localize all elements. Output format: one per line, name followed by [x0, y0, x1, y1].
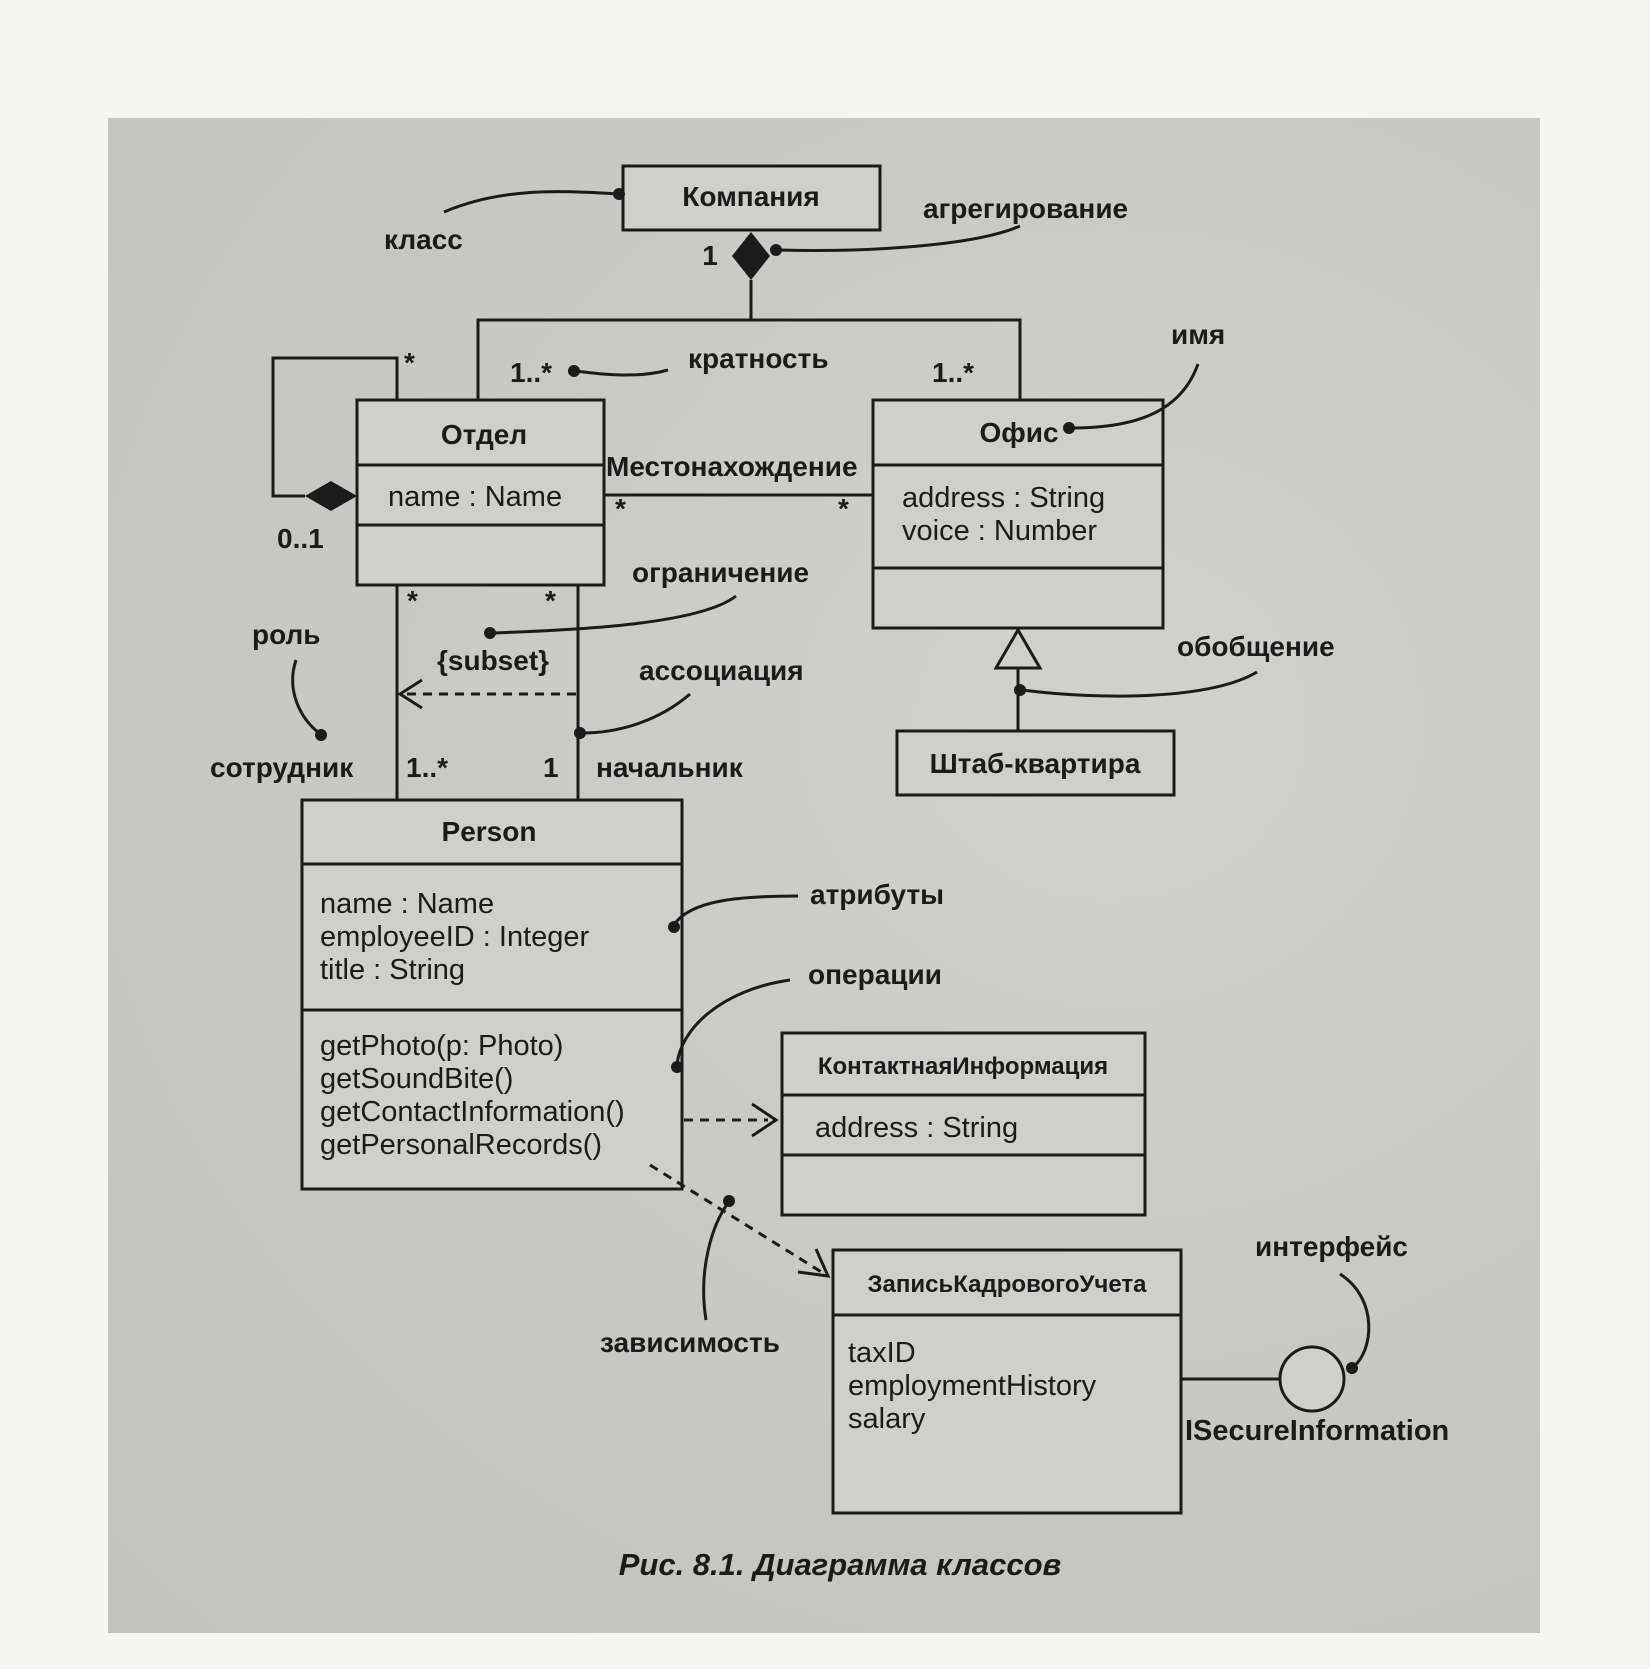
subset-constraint-label: {subset}	[437, 645, 549, 676]
note-operations-label: операции	[808, 959, 942, 990]
open-arrowhead-icon	[797, 1248, 831, 1278]
class-office-name: Офис	[979, 417, 1058, 448]
open-arrowhead-icon	[751, 1102, 779, 1138]
note-aggregation-label: агрегирование	[923, 193, 1128, 224]
note-name: имя	[1063, 319, 1225, 434]
scanned-page-background	[108, 118, 1540, 1633]
class-personnel-record: ЗаписьКадровогоУчета taxID employmentHis…	[831, 1248, 1183, 1515]
note-role: роль	[252, 619, 327, 741]
class-person-operation: getContactInformation()	[320, 1096, 625, 1128]
note-class-label: класс	[384, 224, 463, 255]
multiplicity-dept-person-left: *	[407, 585, 418, 616]
class-personnel-record-name: ЗаписьКадровогоУчета	[867, 1271, 1147, 1298]
multiplicity-dept-self-zero-one: 0..1	[277, 523, 324, 554]
class-office-attribute: address : String	[902, 482, 1105, 514]
multiplicity-dept-from-company: 1..*	[510, 357, 552, 388]
note-dependency-label: зависимость	[600, 1327, 780, 1358]
filled-diamond-icon	[732, 232, 770, 280]
class-department-attribute: name : Name	[388, 481, 562, 513]
class-person-operation: getPersonalRecords()	[320, 1129, 602, 1161]
class-personnel-record-attribute: salary	[848, 1403, 926, 1435]
note-association: ассоциация	[574, 655, 804, 739]
class-contact-info: КонтактнаяИнформация address : String	[780, 1031, 1147, 1217]
note-multiplicity-label: кратность	[688, 343, 829, 374]
class-person-operation: getPhoto(p: Photo)	[320, 1030, 563, 1062]
class-company: Компания	[621, 164, 882, 232]
note-dependency: зависимость	[600, 1195, 780, 1358]
note-interface: интерфейс	[1255, 1231, 1408, 1374]
note-attributes-label: атрибуты	[810, 879, 944, 910]
class-headquarters: Штаб-квартира	[895, 729, 1176, 797]
note-association-label: ассоциация	[639, 655, 804, 686]
figure-caption: Рис. 8.1. Диаграмма классов	[619, 1547, 1062, 1582]
association-location-label: Местонахождение	[606, 451, 858, 482]
class-company-name: Компания	[682, 181, 819, 212]
interface-circle-icon	[1278, 1345, 1346, 1413]
dependency-contact-info	[684, 1102, 779, 1138]
class-personnel-record-attribute: taxID	[848, 1337, 916, 1369]
class-person-attribute: employeeID : Integer	[320, 921, 590, 953]
class-person: Person name : Name employeeID : Integer …	[300, 798, 684, 1191]
filled-diamond-icon	[305, 481, 357, 511]
interface-name: ISecureInformation	[1185, 1415, 1449, 1447]
class-office: Офис address : String voice : Number	[871, 398, 1165, 630]
generalization-headquarters-office	[993, 627, 1043, 731]
class-person-attribute: name : Name	[320, 888, 494, 920]
multiplicity-location-office: *	[838, 493, 849, 524]
class-personnel-record-attribute: employmentHistory	[848, 1370, 1097, 1402]
class-department: Отдел name : Name	[355, 398, 606, 587]
multiplicity-dept-self-star: *	[404, 347, 415, 378]
note-attributes: атрибуты	[668, 879, 944, 933]
interface-lollipop	[1181, 1345, 1346, 1413]
multiplicity-location-dept: *	[615, 493, 626, 524]
dependency-personnel-record	[649, 1163, 831, 1278]
note-role-label: роль	[252, 619, 321, 650]
multiplicity-person-manager: 1	[543, 752, 559, 783]
open-arrowhead-icon	[397, 678, 423, 710]
multiplicity-office-from-company: 1..*	[932, 357, 974, 388]
note-constraint-label: ограничение	[632, 557, 809, 588]
class-person-operation: getSoundBite()	[320, 1063, 513, 1095]
note-generalization: обобщение	[1014, 631, 1335, 698]
note-operations: операции	[671, 959, 942, 1073]
class-department-name: Отдел	[441, 419, 527, 450]
note-multiplicity: кратность	[568, 343, 829, 377]
note-name-label: имя	[1171, 319, 1225, 350]
note-interface-label: интерфейс	[1255, 1231, 1408, 1262]
hollow-triangle-icon	[993, 627, 1043, 670]
self-aggregation-department	[271, 356, 399, 511]
aggregation-company	[476, 232, 1022, 400]
note-constraint: ограничение	[484, 557, 809, 639]
note-class: класс	[384, 188, 625, 255]
note-generalization-label: обобщение	[1177, 631, 1335, 662]
class-contact-info-name: КонтактнаяИнформация	[818, 1053, 1108, 1080]
multiplicity-person-employee: 1..*	[406, 752, 448, 783]
note-aggregation: агрегирование	[770, 193, 1128, 256]
role-manager-label: начальник	[596, 752, 744, 783]
class-person-attribute: title : String	[320, 954, 465, 986]
class-headquarters-name: Штаб-квартира	[930, 748, 1141, 779]
multiplicity-dept-person-right: *	[545, 585, 556, 616]
role-employee-label: сотрудник	[210, 752, 354, 783]
class-contact-info-attribute: address : String	[815, 1112, 1018, 1144]
class-person-name: Person	[442, 816, 537, 847]
class-office-attribute: voice : Number	[902, 515, 1097, 547]
subset-constraint-arrow	[397, 678, 576, 710]
multiplicity-company-side: 1	[702, 240, 718, 271]
